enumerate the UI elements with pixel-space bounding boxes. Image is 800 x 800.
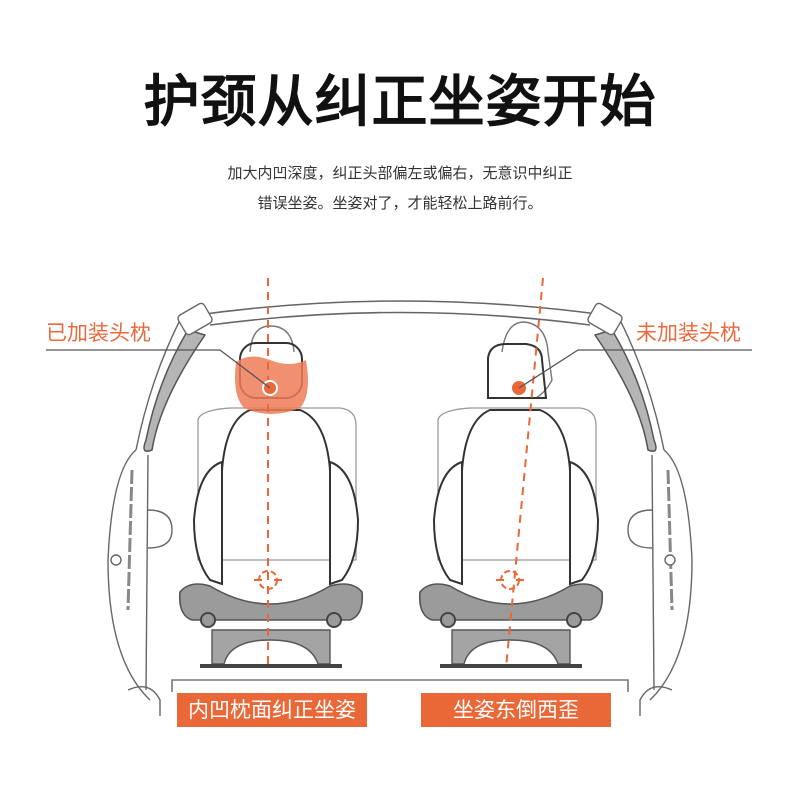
right-pillar <box>587 302 693 716</box>
seat-icon-right <box>418 321 604 668</box>
subtitle-line-1: 加大内凹深度，纠正头部偏左或偏右，无意识中纠正 <box>227 164 573 182</box>
car-roof <box>189 300 613 326</box>
page-title: 护颈从纠正坐姿开始 <box>143 69 657 135</box>
left-pillar <box>107 302 213 716</box>
left-caption-badge: 内凹枕面纠正坐姿 <box>177 693 367 727</box>
tilted-line-icon <box>505 277 544 669</box>
subtitle-line-2: 错误坐姿。坐姿对了，才能轻松上路前行。 <box>257 194 543 212</box>
left-callout-label: 已加装头枕 <box>46 321 151 345</box>
seat-icon-left <box>178 325 364 668</box>
right-callout-label: 未加装头枕 <box>636 321 741 345</box>
crosshair-icon <box>254 570 524 590</box>
page-subtitle: 加大内凹深度，纠正头部偏左或偏右，无意识中纠正 错误坐姿。坐姿对了，才能轻松上路… <box>0 158 800 218</box>
right-caption-badge: 坐姿东倒西歪 <box>421 693 611 727</box>
